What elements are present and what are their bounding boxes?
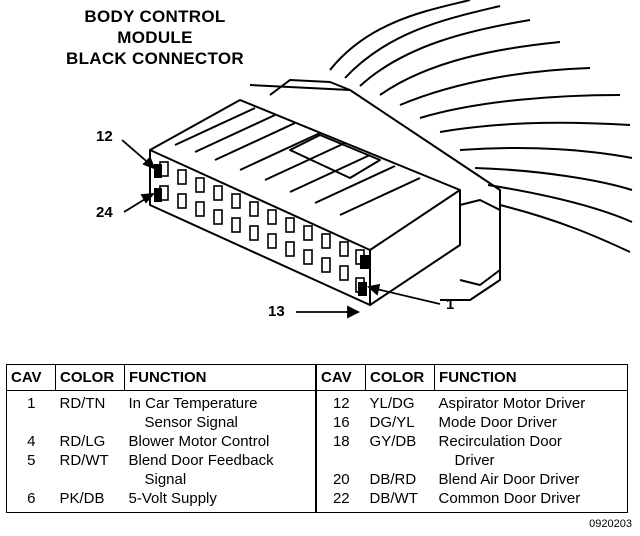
table-row: 4 RD/LG Blower Motor Control 18 GY/DB Re… [6, 432, 628, 451]
title-line-3: BLACK CONNECTOR [66, 49, 244, 68]
table-row: Sensor Signal 16 DG/YL Mode Door Driver [6, 413, 628, 432]
wire [379, 41, 561, 96]
leader-1 [371, 287, 441, 305]
wire [487, 184, 633, 223]
wire [344, 5, 501, 79]
header-color: COLOR [365, 364, 436, 391]
header-cav: CAV [315, 364, 367, 391]
figure-code: 0920203 [589, 518, 632, 530]
title-line-1: BODY CONTROL [84, 7, 226, 26]
cavity-13 [358, 282, 367, 296]
connector-illustration [121, 0, 633, 319]
wire [359, 19, 531, 87]
wire [329, 0, 471, 71]
diagram-title: BODY CONTROL MODULE BLACK CONNECTOR [30, 6, 280, 69]
table-row: 1 RD/TN In Car Temperature 12 YL/DG Aspi… [6, 390, 628, 413]
table-row: 6 PK/DB 5-Volt Supply 22 DB/WT Common Do… [6, 489, 628, 513]
wire [499, 204, 631, 253]
header-function: FUNCTION [434, 364, 628, 391]
table-header-row: CAV COLOR FUNCTION CAV COLOR FUNCTION [6, 364, 628, 391]
pin-label-13: 13 [268, 303, 285, 320]
side-bracket [459, 199, 501, 286]
back-housing-edge [269, 79, 351, 96]
wire [419, 94, 621, 119]
cavity-12 [154, 164, 162, 178]
header-cav: CAV [6, 364, 56, 391]
latch [289, 134, 381, 179]
header-color: COLOR [55, 364, 125, 391]
pin-label-12: 12 [96, 128, 113, 145]
housing-front [149, 150, 371, 306]
wire [439, 121, 631, 133]
table-row: Signal 20 DB/RD Blend Air Door Driver [6, 470, 628, 489]
cavity-1 [360, 255, 369, 269]
cavity-rows [159, 161, 365, 293]
wire [399, 67, 591, 106]
pin-label-1: 1 [446, 296, 455, 313]
title-line-2: MODULE [117, 28, 193, 47]
cavity-24 [154, 188, 162, 202]
housing-side [369, 190, 461, 306]
pin-table: CAV COLOR FUNCTION CAV COLOR FUNCTION 1 … [6, 364, 628, 513]
pin-label-24: 24 [96, 204, 113, 221]
wire [459, 147, 633, 159]
wire [474, 167, 633, 191]
table-row: 5 RD/WT Blend Door Feedback Driver [6, 451, 628, 470]
header-function: FUNCTION [124, 364, 317, 391]
